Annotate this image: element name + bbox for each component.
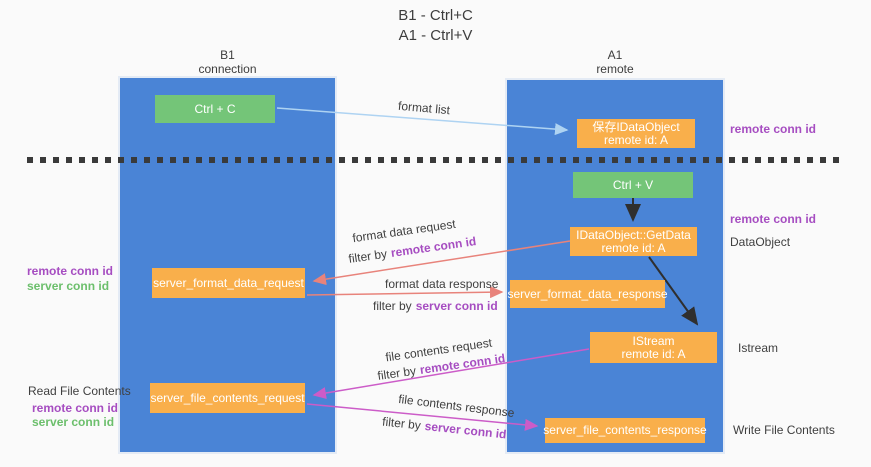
node-istream-line1: IStream: [632, 333, 675, 348]
label-filter-by-3: filter by: [376, 363, 417, 383]
right-column-subtitle: remote: [596, 62, 634, 76]
left-column-subtitle: connection: [198, 62, 257, 76]
side-read-file-contents: Read File Contents: [28, 384, 131, 398]
left-column-header: B1 connection: [120, 48, 335, 76]
side-remote-conn-id-left: remote conn id: [27, 264, 114, 278]
node-server-file-contents-response-label: server_file_contents_response: [543, 423, 707, 437]
side-write-file-contents: Write File Contents: [733, 423, 835, 437]
side-server-conn-id-bottom: server conn id: [32, 415, 115, 429]
label-format-data-response: format data response: [385, 277, 499, 291]
node-istream: IStream remote id: A: [590, 332, 717, 363]
label-server-conn-id-1: server conn id: [415, 299, 498, 313]
side-remote-conn-id-top: remote conn id: [730, 122, 817, 136]
diagram-title: B1 - Ctrl+C A1 - Ctrl+V: [0, 6, 871, 46]
left-column-name: B1: [220, 48, 235, 62]
diagram-title-line1: B1 - Ctrl+C: [398, 7, 473, 24]
side-istream: Istream: [738, 341, 779, 355]
label-filter-by-1: filter by: [347, 246, 388, 266]
label-file-contents-response: file contents response: [397, 391, 516, 421]
arrow-format-data-response: [306, 286, 504, 299]
label-filter-by-4: filter by: [381, 414, 422, 433]
node-ctrl-v-label: Ctrl + V: [612, 177, 654, 192]
node-server-file-contents-request-label: server_file_contents_request: [150, 390, 305, 405]
node-saved-dataobject-line2: remote id: A: [603, 132, 669, 147]
node-server-file-contents-request: server_file_contents_request: [150, 383, 305, 413]
node-server-format-data-response: server_format_data_response: [507, 280, 668, 308]
dashed-divider: [27, 157, 840, 163]
node-saved-dataobject-line1: 保存IDataObject: [592, 119, 680, 134]
diagram-title-line2: A1 - Ctrl+V: [398, 27, 473, 44]
node-ctrl-v: Ctrl + V: [573, 172, 693, 198]
node-istream-line2: remote id: A: [621, 346, 686, 361]
label-server-conn-id-2: server conn id: [424, 418, 508, 442]
node-server-format-data-request: server_format_data_request: [152, 268, 305, 298]
side-remote-conn-id-bottom: remote conn id: [32, 401, 119, 415]
node-idataobject-getdata: IDataObject::GetData remote id: A: [570, 227, 697, 256]
label-filter-by-2: filter by: [373, 299, 412, 313]
side-remote-conn-id-mid: remote conn id: [730, 212, 817, 226]
node-server-file-contents-response: server_file_contents_response: [543, 418, 707, 443]
node-idataobject-getdata-line1: IDataObject::GetData: [576, 227, 691, 242]
right-column-header: A1 remote: [507, 48, 723, 76]
node-idataobject-getdata-line2: remote id: A: [601, 240, 666, 255]
label-format-list: format list: [397, 98, 451, 118]
node-ctrl-c: Ctrl + C: [155, 95, 275, 123]
side-server-conn-id-left: server conn id: [27, 279, 110, 293]
node-ctrl-c-label: Ctrl + C: [194, 101, 236, 116]
node-server-format-data-response-label: server_format_data_response: [507, 286, 668, 301]
node-server-format-data-request-label: server_format_data_request: [153, 275, 304, 290]
right-column-name: A1: [607, 48, 623, 62]
side-dataobject: DataObject: [730, 235, 791, 249]
node-saved-dataobject: 保存IDataObject remote id: A: [577, 119, 695, 148]
